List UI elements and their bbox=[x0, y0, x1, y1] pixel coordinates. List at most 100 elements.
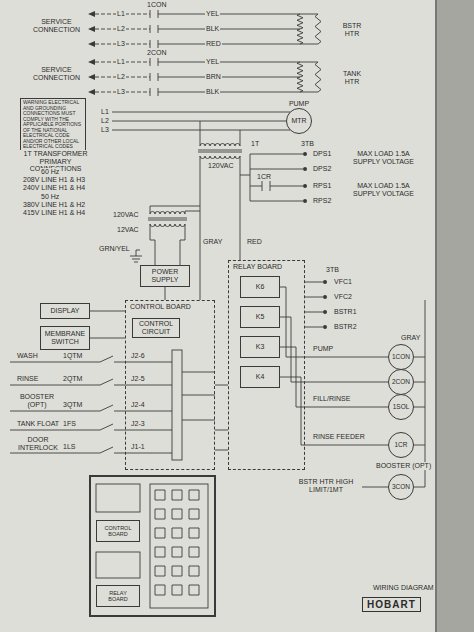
node-text: CONTROL BOARD bbox=[129, 303, 192, 311]
wire-label: MAX LOAD 1.5A SUPPLY VOLTAGE bbox=[345, 182, 422, 197]
connector-block bbox=[172, 350, 182, 460]
plate bbox=[0, 0, 436, 632]
coil-circle: 2CON bbox=[388, 369, 414, 395]
wire-connector bbox=[165, 287, 166, 300]
wire-label: VFC2 bbox=[333, 293, 353, 301]
terminal bbox=[303, 199, 307, 203]
heater-wire bbox=[158, 14, 318, 92]
coil-circle: 1CR bbox=[388, 432, 414, 458]
wire-connector bbox=[90, 311, 125, 312]
node-text: CONTROL CIRCUIT bbox=[135, 320, 177, 335]
terminal-wire bbox=[250, 154, 303, 201]
wire-connector bbox=[215, 385, 228, 386]
wire-label: L2 bbox=[100, 117, 110, 125]
node-text: 1CON bbox=[392, 353, 410, 360]
node-text: K6 bbox=[256, 283, 265, 291]
wire-label: RPS2 bbox=[312, 197, 332, 205]
wire-label: J2-4 bbox=[130, 401, 146, 409]
wire-label: 2CON bbox=[146, 49, 167, 57]
ground-symbol bbox=[130, 250, 142, 262]
wire-label: TANK HTR bbox=[336, 70, 368, 85]
wire-label: L3 bbox=[116, 88, 126, 96]
node-text: WARNING ELECTRICAL AND GROUNDING CONNECT… bbox=[23, 100, 83, 150]
pump-wire bbox=[112, 112, 290, 130]
wire-label: BSTR1 bbox=[333, 308, 358, 316]
arrow-head bbox=[88, 11, 95, 95]
transformer-lead bbox=[198, 121, 250, 300]
wire-label: 1QTM bbox=[62, 352, 83, 360]
panel-outline bbox=[90, 476, 215, 616]
wire-label: RED bbox=[246, 238, 263, 246]
terminal bbox=[323, 325, 327, 329]
node-text: 2CON bbox=[392, 378, 410, 385]
board-box: CONTROL BOARD bbox=[96, 520, 140, 542]
wire-label: YEL bbox=[205, 10, 220, 18]
wire-label: YEL bbox=[205, 58, 220, 66]
wire-label: BSTR2 bbox=[333, 323, 358, 331]
wire-label: BLK bbox=[205, 88, 220, 96]
wire-label: L3 bbox=[100, 126, 110, 134]
wire-label: 1LS bbox=[62, 443, 76, 451]
membrane-switch-box: MEMBRANE SWITCH bbox=[40, 326, 90, 350]
wire-label: MAX LOAD 1.5A SUPPLY VOLTAGE bbox=[345, 150, 422, 165]
warning-note: WARNING ELECTRICAL AND GROUNDING CONNECT… bbox=[20, 98, 86, 152]
wire-label: RINSE bbox=[16, 375, 39, 383]
wire-label: BSTR HTR HIGH LIMIT/1MT bbox=[290, 478, 362, 493]
wire-label: 415V LINE H1 & H4 bbox=[22, 209, 86, 217]
wire-connector bbox=[90, 338, 125, 339]
wire-label: L1 bbox=[116, 10, 126, 18]
node-text: RELAY BOARD bbox=[232, 263, 283, 271]
pump-motor-circle: PUMPMTR bbox=[286, 108, 312, 134]
wire-label: 12VAC bbox=[116, 226, 140, 234]
wire-label: BLK bbox=[205, 25, 220, 33]
wire-label: DPS2 bbox=[312, 165, 332, 173]
terminal-wire bbox=[305, 282, 323, 327]
wire-label: 2QTM bbox=[62, 375, 83, 383]
wire-label: J1-1 bbox=[130, 443, 146, 451]
node-text: K3 bbox=[256, 343, 265, 351]
control-circuit-box: CONTROL CIRCUIT bbox=[132, 318, 180, 338]
transformer-primary bbox=[200, 144, 240, 147]
metal-edge bbox=[436, 0, 474, 632]
wire-label: 1FS bbox=[62, 420, 77, 428]
terminal bbox=[323, 280, 327, 284]
terminal bbox=[323, 310, 327, 314]
wire-label: BSTR HTR bbox=[336, 22, 368, 37]
coil-circle: 3CON bbox=[388, 474, 414, 500]
wire-label: 3QTM bbox=[62, 401, 83, 409]
wire-label: RINSE FEEDER bbox=[312, 433, 366, 441]
power-supply-box: POWER SUPPLY bbox=[140, 265, 190, 287]
wire-label: GRN/YEL bbox=[98, 245, 131, 253]
wire-label: 60 Hz bbox=[40, 168, 60, 176]
transformer2-lead bbox=[148, 206, 200, 265]
wire-label: J2-3 bbox=[130, 420, 146, 428]
panel-part bbox=[96, 552, 140, 578]
transformer-secondary bbox=[200, 156, 240, 159]
relay-board-region: RELAY BOARDK6K5K3K4 bbox=[228, 260, 305, 470]
wire-label: 120VAC bbox=[112, 211, 140, 219]
panel-relay bbox=[155, 490, 199, 595]
terminals bbox=[88, 11, 327, 329]
service-wire bbox=[95, 14, 150, 92]
wire-label: 1CON bbox=[146, 1, 167, 9]
board-wire bbox=[182, 372, 228, 450]
node-heading: PUMP bbox=[289, 100, 309, 108]
wire-label: SERVICE CONNECTION bbox=[28, 18, 85, 33]
wire-label: TANK FLOAT bbox=[16, 420, 60, 428]
terminal bbox=[303, 167, 307, 171]
wire-label: FILL/RINSE bbox=[312, 395, 351, 403]
wire-label: 1T bbox=[250, 140, 260, 148]
wire-label: 3TB bbox=[300, 140, 315, 148]
wire-label: 240V LINE H1 & H4 bbox=[22, 184, 86, 192]
wire-label: WIRING DIAGRAM bbox=[372, 584, 435, 592]
coil-return-wire bbox=[362, 300, 425, 487]
node-text: CONTROL BOARD bbox=[99, 525, 137, 537]
wire-label: J2-5 bbox=[130, 375, 146, 383]
wire-label: L2 bbox=[116, 25, 126, 33]
node-text: 1CR bbox=[394, 441, 407, 448]
panel-part bbox=[96, 484, 140, 512]
relay-box: K5 bbox=[240, 306, 280, 328]
terminal bbox=[303, 152, 307, 156]
wire-label: 380V LINE H1 & H2 bbox=[22, 201, 86, 209]
